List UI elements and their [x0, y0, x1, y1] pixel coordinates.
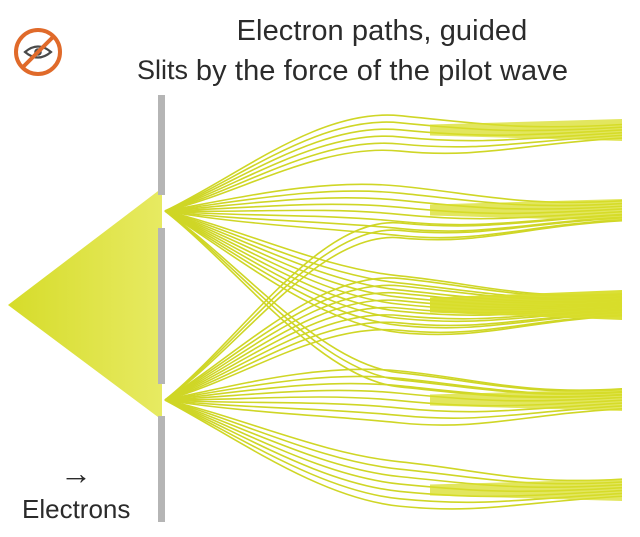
electron-path — [164, 399, 623, 504]
slits-label: Slits — [137, 55, 189, 85]
wall-top — [158, 95, 165, 195]
electron-path — [164, 214, 623, 401]
interference-band — [430, 119, 622, 141]
electron-path — [164, 399, 623, 485]
electron-path — [164, 399, 623, 482]
right-arrow-icon: → — [60, 455, 92, 491]
electron-paths — [164, 114, 623, 510]
electron-path — [164, 368, 623, 401]
electron-path — [164, 399, 623, 413]
electron-path — [164, 210, 623, 392]
incoming-beam — [8, 188, 162, 420]
interference-band — [430, 290, 622, 320]
electron-path — [164, 210, 623, 306]
electron-path — [164, 137, 623, 212]
electron-path — [164, 210, 623, 336]
interference-bands — [430, 119, 622, 501]
electron-path — [164, 210, 623, 239]
electron-path — [164, 311, 623, 401]
title-line-1: Electron paths, guided — [236, 15, 528, 47]
electron-path — [164, 210, 623, 226]
electron-path — [164, 399, 623, 419]
electron-path — [164, 399, 623, 489]
electrons-label: Electrons — [22, 494, 131, 524]
electron-path — [164, 217, 623, 401]
electron-path — [164, 210, 623, 232]
title-line-2: by the force of the pilot wave — [195, 55, 569, 87]
electron-path — [164, 399, 623, 510]
wall-middle — [158, 228, 165, 384]
electron-path — [164, 210, 623, 329]
interference-band — [430, 389, 622, 411]
electron-path — [164, 399, 623, 493]
electron-path — [164, 134, 623, 212]
electron-path — [164, 313, 623, 401]
slit-wall — [158, 95, 165, 522]
interference-band — [430, 199, 622, 221]
wall-bottom — [158, 416, 165, 522]
interference-band — [430, 479, 622, 501]
electron-path — [164, 210, 623, 323]
electron-path — [164, 219, 623, 401]
electron-path — [164, 399, 623, 426]
eye-slash-icon — [14, 28, 62, 76]
